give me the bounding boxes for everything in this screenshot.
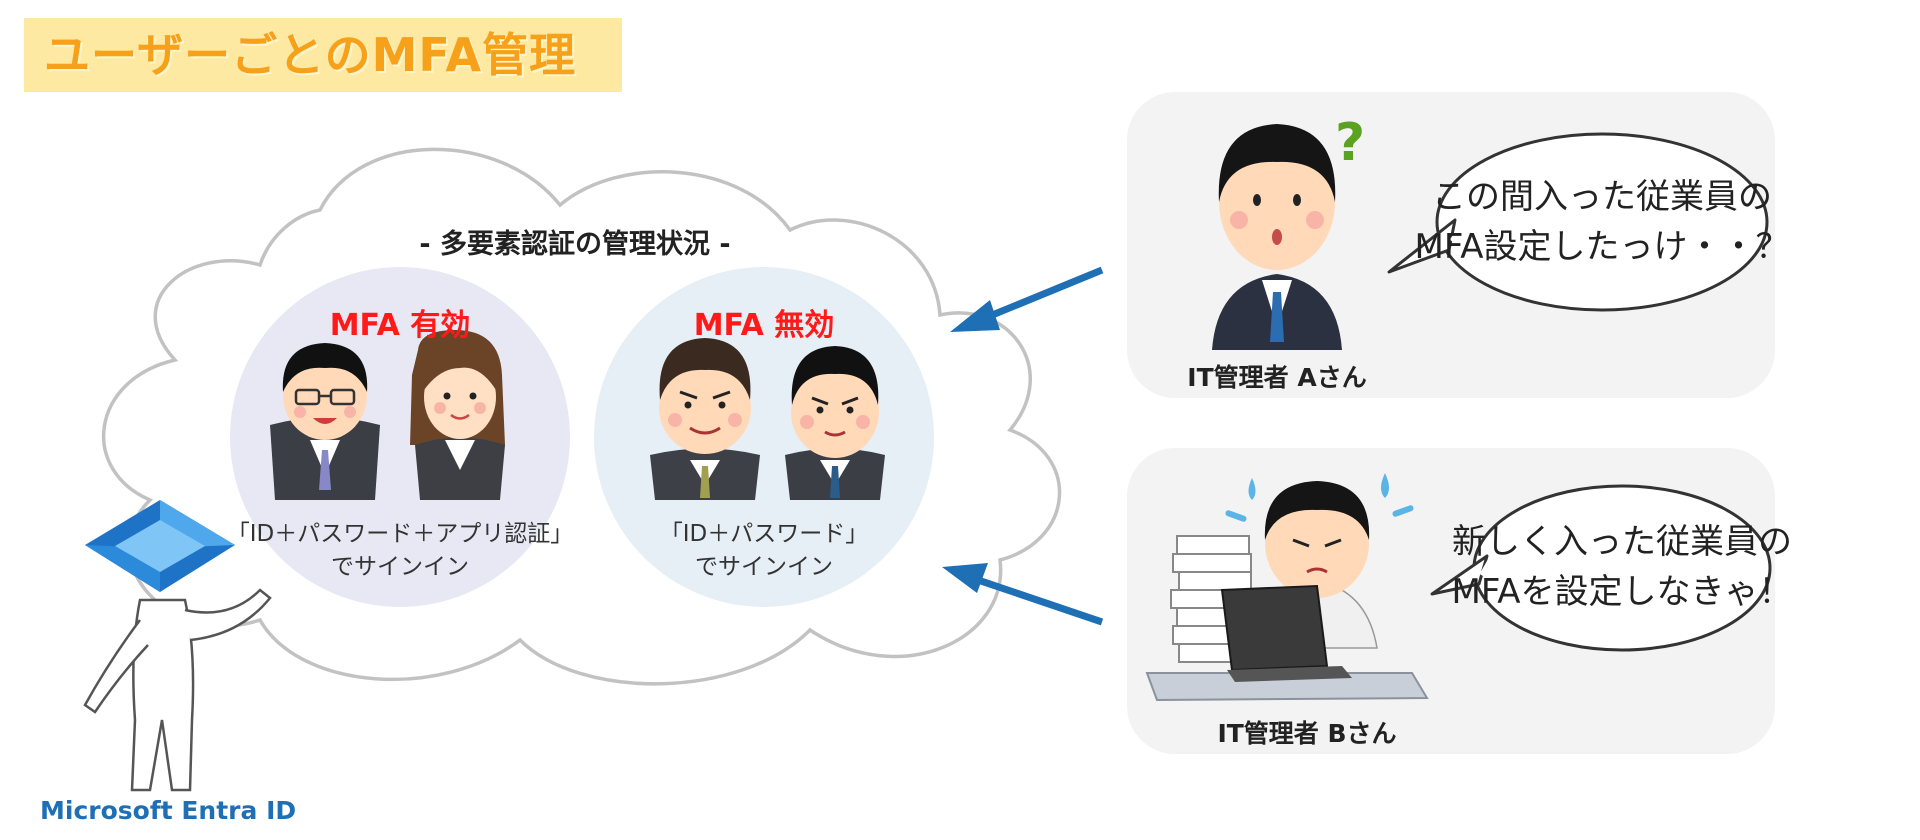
mfa-disabled-caption-line2: でサインイン — [695, 554, 833, 580]
mfa-disabled-label: MFA 無効 — [693, 308, 835, 343]
person-woman-icon — [410, 330, 505, 500]
speech-bubble-b-shape — [1430, 484, 1772, 652]
mfa-enabled-caption-line1: 「ID＋パスワード＋アプリ認証」 — [226, 521, 574, 547]
speech-bubble-a-shape — [1387, 132, 1769, 312]
entra-id-label: Microsoft Entra ID — [40, 796, 297, 825]
cloud-heading: - 多要素認証の管理状況 - — [419, 229, 731, 260]
page-title: ユーザーごとのMFA管理 — [44, 28, 577, 82]
arrow-left-icon — [942, 563, 1104, 626]
person-man-icon — [785, 346, 885, 500]
mfa-enabled-label: MFA 有効 — [329, 308, 471, 343]
person-glasses-icon — [270, 343, 380, 500]
entra-figure — [83, 588, 272, 792]
speech-bubble-b: 新しく入った従業員の MFAを設定しなきゃ！ — [1372, 517, 1872, 617]
entra-logo-icon — [85, 500, 235, 592]
mfa-disabled-caption-line1: 「ID＋パスワード」 — [659, 521, 869, 547]
admin-b-name: IT管理者 Bさん — [1217, 719, 1397, 748]
person-admin-a-icon — [1212, 124, 1342, 350]
speech-a-line1: この間入った従業員の — [1432, 177, 1772, 217]
admin-b-illustration — [1145, 473, 1772, 702]
speech-a-line2: MFA設定したっけ・・？ — [1414, 227, 1790, 267]
speech-bubble-a: この間入った従業員の MFA設定したっけ・・？ — [1337, 172, 1867, 272]
speech-b-line1: 新しく入った従業員の — [1452, 522, 1792, 562]
speech-b-line2: MFAを設定しなきゃ！ — [1451, 572, 1793, 612]
person-man-icon — [650, 338, 760, 500]
admin-a-name: IT管理者 Aさん — [1187, 363, 1367, 392]
laptop-icon — [1220, 584, 1352, 682]
mfa-disabled-caption: 「ID＋パスワード」 でサインイン — [604, 518, 924, 584]
mfa-enabled-caption-line2: でサインイン — [331, 554, 469, 580]
title-highlight-band — [24, 18, 622, 92]
mfa-enabled-caption: 「ID＋パスワード＋アプリ認証」 でサインイン — [220, 518, 580, 584]
arrow-left-icon — [950, 266, 1104, 332]
question-mark-icon: ? — [1335, 113, 1365, 173]
admin-a-illustration: ? — [1212, 113, 1769, 350]
sweat-drops-icon — [1225, 473, 1414, 522]
